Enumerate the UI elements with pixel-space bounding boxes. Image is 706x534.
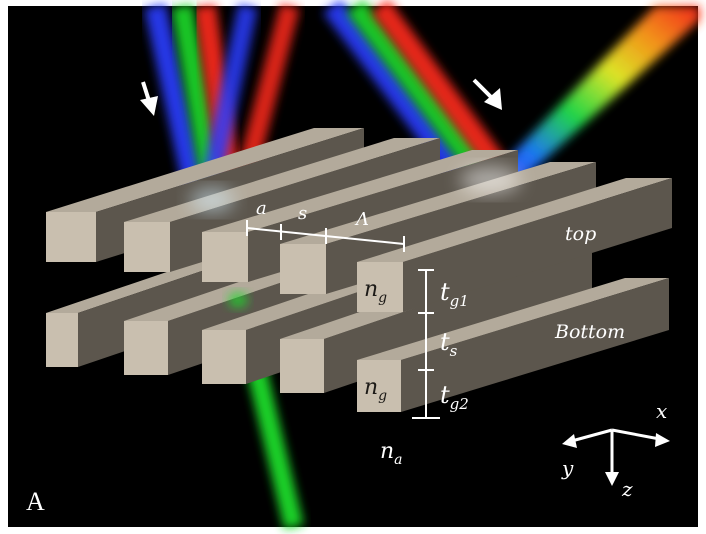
label-ng-top: ng — [364, 277, 387, 306]
label-ts: ts — [440, 328, 458, 360]
label-tg1: tg1 — [440, 278, 469, 310]
panel-label: A — [26, 487, 45, 516]
label-top-layer: top — [565, 223, 596, 245]
axis-label-y: y — [561, 456, 574, 480]
label-a: a — [256, 198, 267, 219]
incident-arrow-icon — [140, 81, 158, 116]
thickness-dimension — [412, 269, 440, 419]
label-ng-bottom: ng — [364, 375, 387, 404]
diffracted-rainbow-beam — [478, 6, 700, 190]
beam-spot-top-right — [460, 166, 520, 194]
axis-triad-icon — [562, 428, 670, 486]
label-na: na — [380, 439, 403, 468]
beam-spot-bottom — [228, 292, 248, 308]
label-period: Λ — [354, 209, 369, 230]
axis-label-x: x — [656, 399, 667, 423]
axis-label-z: z — [621, 477, 633, 501]
period-dimension — [246, 220, 405, 252]
label-bottom-layer: Bottom — [554, 321, 625, 343]
incident-arrow-icon — [472, 78, 502, 110]
label-tg2: tg2 — [440, 381, 469, 413]
beam-spot-top-left — [190, 188, 234, 212]
label-s: s — [298, 203, 307, 224]
